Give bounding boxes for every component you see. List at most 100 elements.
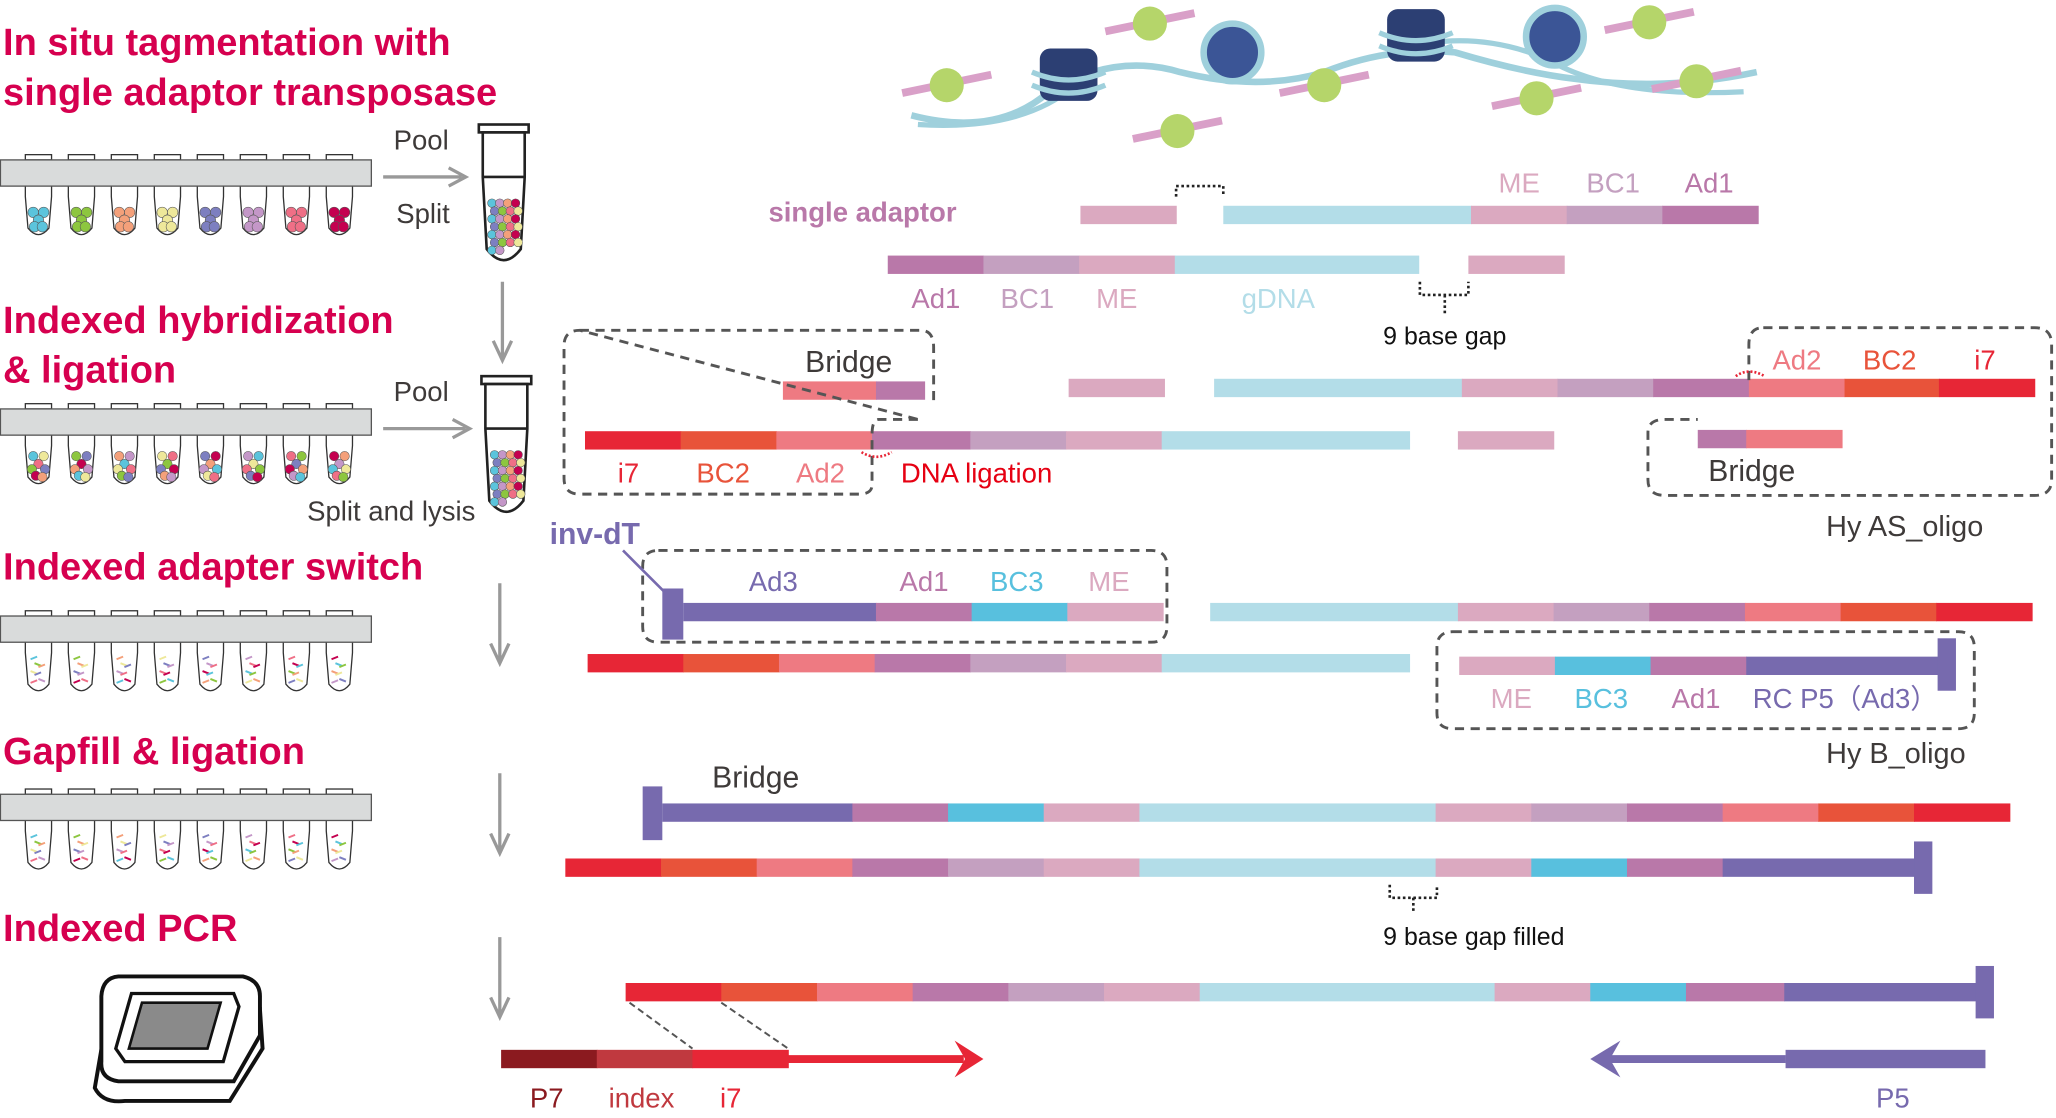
- segment-gdna: [1161, 431, 1411, 450]
- segment-i7: [587, 654, 684, 673]
- segment-gdna: [1223, 205, 1472, 225]
- cell: [487, 214, 497, 224]
- transposase-icon: [1307, 68, 1342, 103]
- cell: [487, 245, 497, 255]
- tube-cap: [110, 788, 139, 795]
- cell: [500, 473, 510, 483]
- transposase-icon: [1632, 5, 1667, 40]
- inv-dt-block: [662, 588, 684, 640]
- cell: [508, 489, 518, 499]
- tube-cap: [282, 610, 311, 617]
- cell: [200, 451, 211, 462]
- tube-cap: [239, 403, 268, 410]
- segment-bc3: [1531, 858, 1628, 877]
- cell: [510, 214, 521, 224]
- segment-gdna: [1174, 255, 1420, 274]
- inv-dt-block: [1914, 841, 1933, 894]
- cell: [489, 450, 500, 460]
- dna-fragment: [296, 841, 304, 847]
- segment-bc1: [970, 431, 1067, 450]
- segment-me: [1494, 983, 1591, 1002]
- segment-ad2: [1744, 602, 1842, 622]
- segment-ad2: [776, 431, 873, 450]
- tube-cap: [153, 788, 182, 795]
- dna-fragment: [159, 857, 167, 863]
- nucleosome-icon: [1200, 20, 1265, 85]
- cell: [339, 206, 351, 218]
- strand: [887, 255, 1565, 274]
- cell: [286, 451, 297, 462]
- tube-cap: [196, 788, 225, 795]
- tube-cap: [110, 403, 139, 410]
- segment-me: [1435, 858, 1532, 877]
- segment-bc3: [1554, 656, 1652, 675]
- cell: [76, 458, 87, 469]
- dna-fragment: [38, 678, 46, 683]
- label-index: index: [609, 1083, 675, 1114]
- tube-cap: [67, 610, 96, 617]
- tube-cap: [282, 403, 311, 410]
- segment-me: [1104, 983, 1201, 1002]
- segment-bc2: [1840, 602, 1937, 622]
- tube-strips: [0, 123, 533, 870]
- dna-fragment: [331, 857, 339, 863]
- dna-fragment: [163, 849, 171, 855]
- segment-ad3: [683, 602, 877, 622]
- cell: [167, 206, 179, 218]
- nucleosome-icon: [1522, 4, 1587, 69]
- cell: [124, 451, 135, 462]
- dna-fragment: [34, 849, 42, 855]
- segment-ad1: [852, 803, 949, 822]
- cell: [492, 489, 502, 499]
- tube-cap: [325, 610, 354, 617]
- cell: [253, 451, 264, 462]
- workflow-arrows: [383, 166, 514, 1021]
- cell: [334, 458, 345, 469]
- segment-i7: [625, 983, 722, 1002]
- cell: [291, 458, 302, 469]
- cell: [487, 198, 497, 208]
- inv-dt-block: [642, 786, 663, 841]
- dna-fragment: [335, 840, 343, 845]
- dna-fragment: [335, 849, 343, 855]
- cell: [489, 481, 500, 491]
- hy-b-oligo-label: Hy B_oligo: [1826, 738, 1965, 770]
- split-label: Split: [396, 198, 450, 229]
- label-ad2: Ad2: [796, 457, 845, 488]
- dna-fragment: [167, 678, 175, 683]
- inv-dt-block: [1937, 638, 1956, 691]
- cell: [124, 206, 136, 218]
- cell: [516, 458, 526, 468]
- cell: [497, 481, 508, 491]
- nucleosome-icon: [1039, 48, 1098, 101]
- segment-ad1: [1626, 803, 1724, 822]
- tube-strip: [0, 788, 373, 870]
- segment-ad3: [1746, 656, 1939, 675]
- label-bc3: BC3: [990, 566, 1044, 597]
- dna-fragment: [288, 679, 296, 684]
- dna-fragment: [116, 670, 124, 675]
- cell: [157, 451, 168, 462]
- segment-ad3: [1784, 983, 1977, 1002]
- cell: [243, 451, 254, 462]
- dna-fragment: [77, 671, 85, 676]
- segment-i7: [584, 431, 682, 450]
- segment-i7: [565, 858, 662, 877]
- dna-fragment: [30, 833, 38, 839]
- cell: [497, 222, 508, 232]
- cell: [508, 458, 518, 468]
- cell: [209, 472, 220, 483]
- segment-me: [1471, 205, 1568, 225]
- dna-fragment: [206, 671, 214, 676]
- dna-fragment: [339, 678, 347, 683]
- dna-fragment: [120, 849, 128, 855]
- cell: [489, 465, 500, 476]
- label-ad1: Ad1: [1685, 168, 1734, 199]
- cell: [500, 489, 510, 499]
- segment-ad1: [1653, 378, 1750, 398]
- cell: [489, 497, 500, 507]
- dna-fragment: [288, 655, 296, 661]
- label-bc3: BC3: [1575, 683, 1629, 714]
- dna-fragment: [38, 841, 46, 847]
- step2-title-line2: & ligation: [3, 350, 176, 392]
